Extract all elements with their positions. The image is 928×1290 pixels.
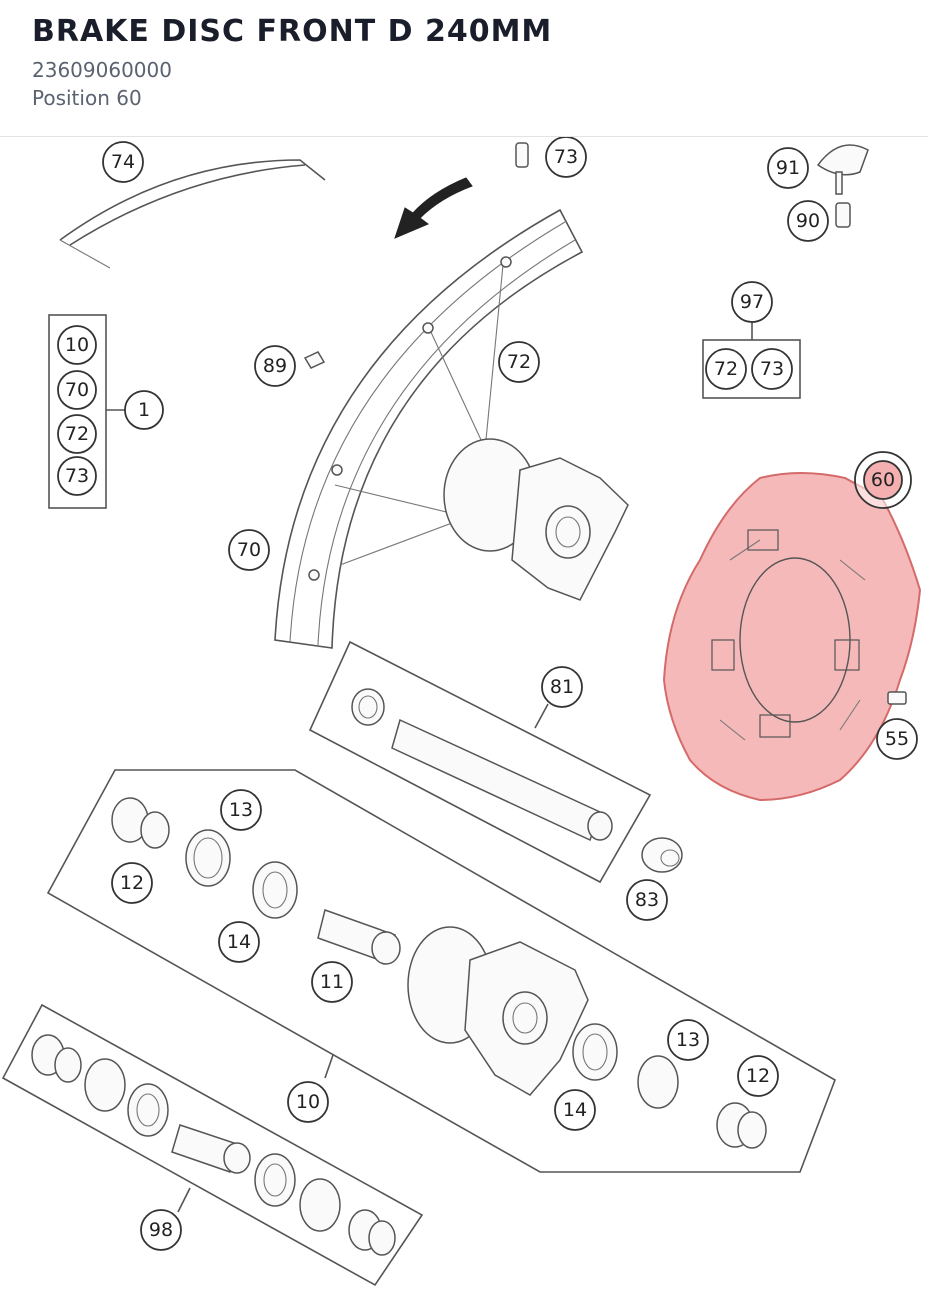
balance-weight-drawing [303, 351, 326, 369]
svg-text:70: 70 [237, 539, 261, 561]
callout-83[interactable]: 83 [626, 879, 668, 921]
rotation-arrow [394, 177, 473, 239]
exploded-parts-diagram: 74 73 91 90 97 72 73 89 72 10 70 72 73 1… [1, 137, 922, 1287]
callout-12-right[interactable]: 12 [737, 1055, 779, 1097]
callout-10-hub[interactable]: 10 [287, 1081, 329, 1123]
brake-disc-highlighted[interactable] [662, 472, 922, 802]
callout-14-left[interactable]: 14 [218, 921, 260, 963]
callout-55[interactable]: 55 [876, 718, 918, 760]
bearing-kit-box [1, 1003, 424, 1287]
rim-tape-drawing [59, 159, 326, 269]
wheel-rim-drawing [274, 208, 584, 649]
svg-text:89: 89 [263, 355, 287, 377]
svg-text:73: 73 [760, 358, 784, 380]
callout-89[interactable]: 89 [254, 345, 296, 387]
svg-text:73: 73 [65, 465, 89, 487]
svg-text:73: 73 [554, 146, 578, 168]
callout-1-70[interactable]: 70 [57, 370, 97, 410]
svg-text:72: 72 [714, 358, 738, 380]
callout-60-selected[interactable]: 60 [854, 451, 912, 509]
callout-13-left[interactable]: 13 [220, 789, 262, 831]
svg-text:72: 72 [65, 423, 89, 445]
part-header: BRAKE DISC FRONT D 240MM 23609060000 Pos… [0, 0, 928, 137]
svg-text:10: 10 [65, 334, 89, 356]
part-number: 23609060000 [32, 58, 172, 82]
svg-text:90: 90 [796, 210, 820, 232]
callout-1-10[interactable]: 10 [57, 325, 97, 365]
hub-assembly-box [46, 769, 836, 1173]
rim-kit-box [702, 322, 801, 399]
callout-1[interactable]: 1 [124, 390, 164, 430]
disc-bolt-drawing [887, 691, 907, 705]
axle-group-box [308, 640, 652, 884]
callout-90[interactable]: 90 [787, 200, 829, 242]
svg-text:70: 70 [65, 379, 89, 401]
svg-text:60: 60 [871, 469, 895, 491]
svg-text:11: 11 [320, 971, 344, 993]
spacer-drawing [641, 837, 683, 873]
svg-text:1: 1 [138, 399, 150, 421]
callout-97-73[interactable]: 73 [751, 348, 793, 390]
callout-72-spoke[interactable]: 72 [498, 341, 540, 383]
callout-14-right[interactable]: 14 [554, 1089, 596, 1131]
svg-text:10: 10 [296, 1091, 320, 1113]
part-position: Position 60 [32, 86, 142, 110]
callout-11[interactable]: 11 [311, 961, 353, 1003]
svg-text:14: 14 [227, 931, 251, 953]
svg-text:83: 83 [635, 889, 659, 911]
callout-81[interactable]: 81 [541, 666, 583, 708]
svg-text:98: 98 [149, 1219, 173, 1241]
callout-97-72[interactable]: 72 [705, 348, 747, 390]
wheel-kit-box [48, 314, 125, 509]
part-title: BRAKE DISC FRONT D 240MM [32, 14, 553, 49]
callout-1-72[interactable]: 72 [57, 414, 97, 454]
svg-text:91: 91 [776, 157, 800, 179]
svg-text:97: 97 [740, 291, 764, 313]
svg-text:81: 81 [550, 676, 574, 698]
callout-1-73[interactable]: 73 [57, 456, 97, 496]
callout-74[interactable]: 74 [102, 141, 144, 183]
callout-73-nipple[interactable]: 73 [545, 137, 587, 178]
callout-98[interactable]: 98 [140, 1209, 182, 1251]
svg-text:13: 13 [229, 799, 253, 821]
svg-text:55: 55 [885, 728, 909, 750]
svg-text:14: 14 [563, 1099, 587, 1121]
svg-text:12: 12 [120, 872, 144, 894]
wheel-hub-drawing [443, 438, 629, 601]
valve-drawing [816, 144, 869, 228]
callout-97[interactable]: 97 [731, 281, 773, 323]
callout-70[interactable]: 70 [228, 529, 270, 571]
svg-text:12: 12 [746, 1065, 770, 1087]
svg-text:13: 13 [676, 1029, 700, 1051]
svg-text:72: 72 [507, 351, 531, 373]
callout-91[interactable]: 91 [767, 147, 809, 189]
callout-13-right[interactable]: 13 [667, 1019, 709, 1061]
nipple-drawing [515, 142, 529, 168]
callout-12-left[interactable]: 12 [111, 862, 153, 904]
svg-text:74: 74 [111, 151, 135, 173]
